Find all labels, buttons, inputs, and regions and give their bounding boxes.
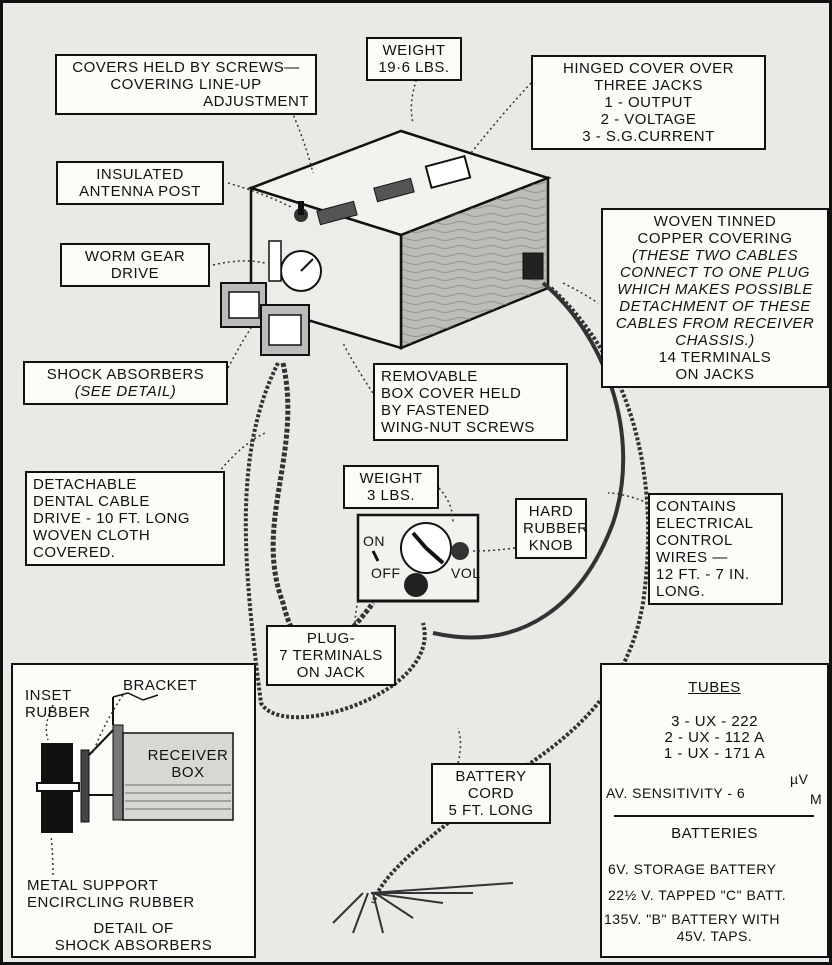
batteries-title: BATTERIES [602, 825, 827, 842]
sensitivity-numerator: µV [790, 771, 808, 788]
control-vol-label: VOL [451, 565, 481, 582]
tube-line-3: 1 - UX - 171 A [602, 745, 827, 762]
divider [614, 815, 814, 817]
battery-line-4: 45V. TAPS. [602, 928, 827, 945]
shock-absorbers-label: SHOCK ABSORBERS(SEE DETAIL) [23, 361, 228, 405]
battery-line-3: 135V. "B" BATTERY WITH [604, 911, 780, 928]
tube-line-1: 3 - UX - 222 [602, 713, 827, 730]
battery-line-2: 22½ V. TAPPED "C" BATT. [608, 887, 786, 904]
tubes-title: TUBES [602, 679, 827, 696]
specs-panel: TUBES 3 - UX - 222 2 - UX - 112 A 1 - UX… [600, 663, 829, 958]
sensitivity-denominator: M [810, 791, 822, 808]
control-box [358, 515, 478, 601]
battery-line-1: 6V. STORAGE BATTERY [608, 861, 776, 878]
sensitivity-label: AV. SENSITIVITY - 6 [606, 785, 745, 802]
tube-line-2: 2 - UX - 112 A [602, 729, 827, 746]
control-on-label: ON [363, 533, 385, 550]
bracket-label: BRACKET [123, 677, 197, 694]
control-off-label: OFF [371, 565, 401, 582]
